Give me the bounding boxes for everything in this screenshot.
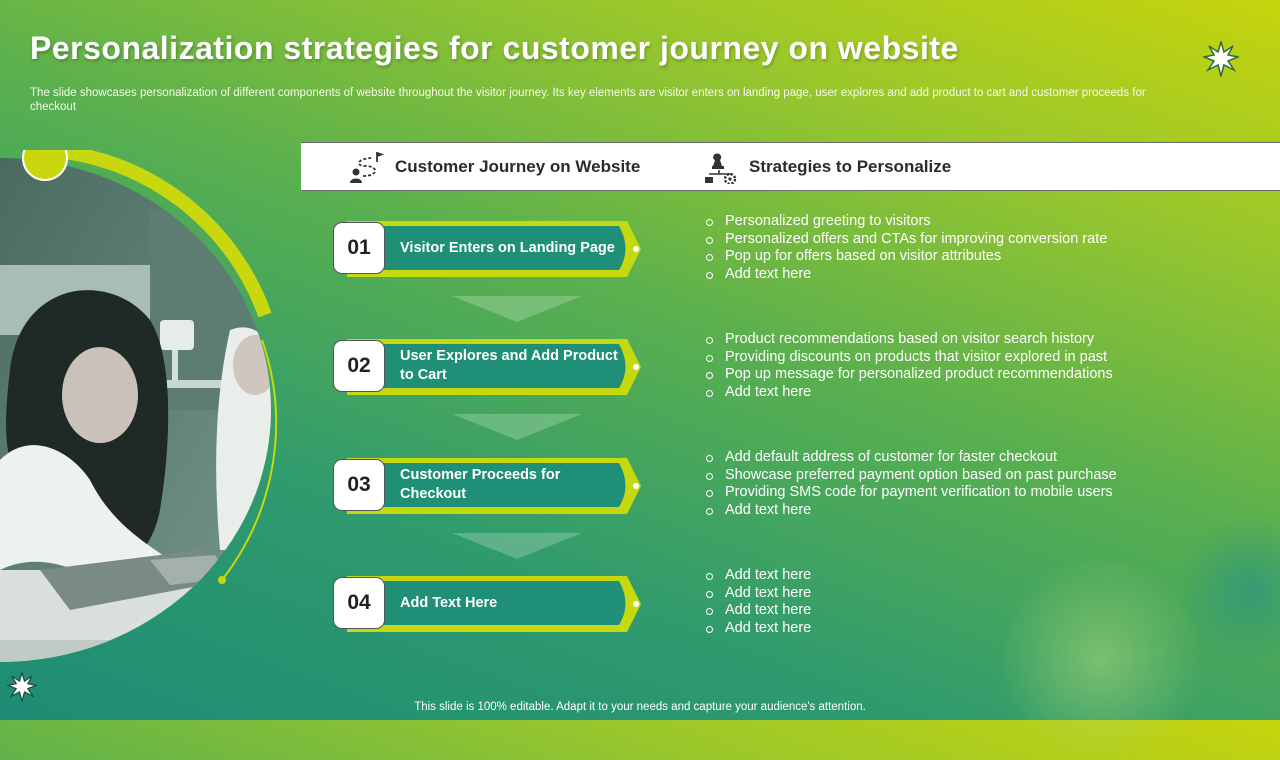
strategy-header-label: Strategies to Personalize xyxy=(749,156,952,176)
step-ribbon xyxy=(347,576,641,632)
chevron-down-icon xyxy=(452,533,582,559)
step-label: Customer Proceeds for Checkout xyxy=(400,467,561,502)
journey-header-label: Customer Journey on Website xyxy=(395,156,641,176)
step-label: Add Text Here xyxy=(400,594,498,611)
list-item: Add text here xyxy=(706,620,811,638)
journey-step: 03 Customer Proceeds for Checkout xyxy=(333,458,643,514)
footer-note: This slide is 100% editable. Adapt it to… xyxy=(414,701,866,713)
list-item: Pop up for offers based on visitor attri… xyxy=(706,248,1107,266)
step-label: Visitor Enters on Landing Page xyxy=(400,239,615,256)
step-label: User Explores and Add Product to Cart xyxy=(400,348,618,383)
list-item: Personalized offers and CTAs for improvi… xyxy=(706,231,1107,249)
chess-strategy-icon xyxy=(705,153,737,184)
photo-image xyxy=(0,158,271,662)
list-item: Add text here xyxy=(706,567,811,585)
step-number: 02 xyxy=(333,340,385,392)
starburst-icon xyxy=(7,672,37,702)
list-item: Providing SMS code for payment verificat… xyxy=(706,484,1117,502)
photo-panel xyxy=(0,150,300,670)
step-number: 01 xyxy=(333,222,385,274)
journey-step: 02 User Explores and Add Product to Cart xyxy=(333,339,643,395)
journey-path-icon xyxy=(350,151,384,183)
list-item: Add text here xyxy=(706,602,811,620)
strategy-list: Add text here Add text here Add text her… xyxy=(706,567,811,638)
strategy-list: Product recommendations based on visitor… xyxy=(706,331,1113,402)
journey-step: 01 Visitor Enters on Landing Page xyxy=(333,221,643,277)
list-item: Add text here xyxy=(706,266,1107,284)
chevron-down-icon xyxy=(452,296,582,322)
step-ribbon xyxy=(347,339,641,395)
list-item: Add text here xyxy=(706,502,1117,520)
list-item: Add default address of customer for fast… xyxy=(706,449,1117,467)
strategy-list: Personalized greeting to visitors Person… xyxy=(706,213,1107,284)
list-item: Personalized greeting to visitors xyxy=(706,213,1107,231)
starburst-icon xyxy=(1203,41,1239,77)
strategy-header: Strategies to Personalize xyxy=(703,143,951,190)
journey-header: Customer Journey on Website xyxy=(349,143,640,190)
list-item: Pop up message for personalized product … xyxy=(706,366,1113,384)
list-item: Providing discounts on products that vis… xyxy=(706,349,1113,367)
table-header: Customer Journey on Website Strategies t… xyxy=(301,142,1280,191)
step-ribbon xyxy=(347,458,641,514)
page-title: Personalization strategies for customer … xyxy=(30,30,959,66)
list-item: Add text here xyxy=(706,384,1113,402)
step-number: 04 xyxy=(333,577,385,629)
list-item: Product recommendations based on visitor… xyxy=(706,331,1113,349)
list-item: Showcase preferred payment option based … xyxy=(706,467,1117,485)
strategy-list: Add default address of customer for fast… xyxy=(706,449,1117,520)
chevron-down-icon xyxy=(452,414,582,440)
list-item: Add text here xyxy=(706,585,811,603)
journey-step: 04 Add Text Here xyxy=(333,576,643,632)
step-ribbon xyxy=(347,221,641,277)
step-number: 03 xyxy=(333,459,385,511)
page-subtitle: The slide showcases personalization of d… xyxy=(30,87,1146,113)
